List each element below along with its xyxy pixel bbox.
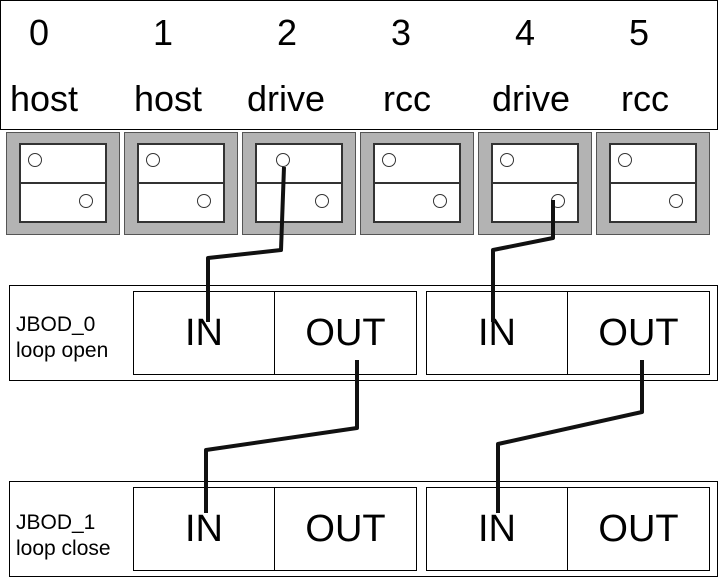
port-header: 0 1 2 3 4 5 host host drive rcc drive rc… [0,0,718,130]
port-connector-1[interactable] [124,132,238,235]
cable-port2-to-jbod0-in[interactable] [206,166,286,322]
cable-jbod0-out-to-jbod1-in-a[interactable] [204,360,359,513]
port-number-1: 1 [152,12,174,53]
port-hole-bottom [669,194,683,208]
port-connector-2[interactable] [242,132,356,235]
jbod-enclosure-1: JBOD_1 loop close IN OUT IN OUT [9,481,718,577]
port-hole-top [276,153,290,167]
port-connector-5[interactable] [596,132,710,235]
port-number-3: 3 [390,12,412,53]
port-role-1: host [133,78,203,119]
port-role-4: drive [491,78,571,119]
port-role-2: drive [246,78,326,119]
jbod-state-1: loop close [16,537,111,560]
jbod-0-out-a[interactable]: OUT [274,291,417,375]
port-number-2: 2 [276,12,298,53]
jbod-1-out-a[interactable]: OUT [274,487,417,571]
port-connector-3[interactable] [360,132,474,235]
jbod-state-0: loop open [16,339,109,362]
jbod-name-0: JBOD_0 [16,313,96,336]
jbod-name-1: JBOD_1 [16,511,96,534]
port-role-5: rcc [621,78,669,119]
port-hole-top [382,153,396,167]
port-connector-4[interactable] [478,132,592,235]
port-number-4: 4 [514,12,536,53]
port-hole-top [618,153,632,167]
port-number-5: 5 [628,12,650,53]
jbod-enclosure-0: JBOD_0 loop open IN OUT IN OUT [9,285,718,381]
port-role-0: host [9,78,79,119]
port-hole-top [500,153,514,167]
port-hole-bottom [315,194,329,208]
cable-port4-to-jbod0-in[interactable] [491,200,555,322]
cable-jbod0-out-to-jbod1-in-b[interactable] [496,360,644,513]
jbod-0-out-b[interactable]: OUT [567,291,710,375]
port-hole-top [28,153,42,167]
port-connector-0[interactable] [6,132,120,235]
port-role-3: rcc [383,78,431,119]
port-hole-bottom [197,194,211,208]
port-number-0: 0 [28,12,50,53]
port-hole-bottom [79,194,93,208]
port-hole-bottom [433,194,447,208]
jbod-1-out-b[interactable]: OUT [567,487,710,571]
jbod-0-in-a[interactable]: IN [133,291,275,375]
port-hole-top [146,153,160,167]
